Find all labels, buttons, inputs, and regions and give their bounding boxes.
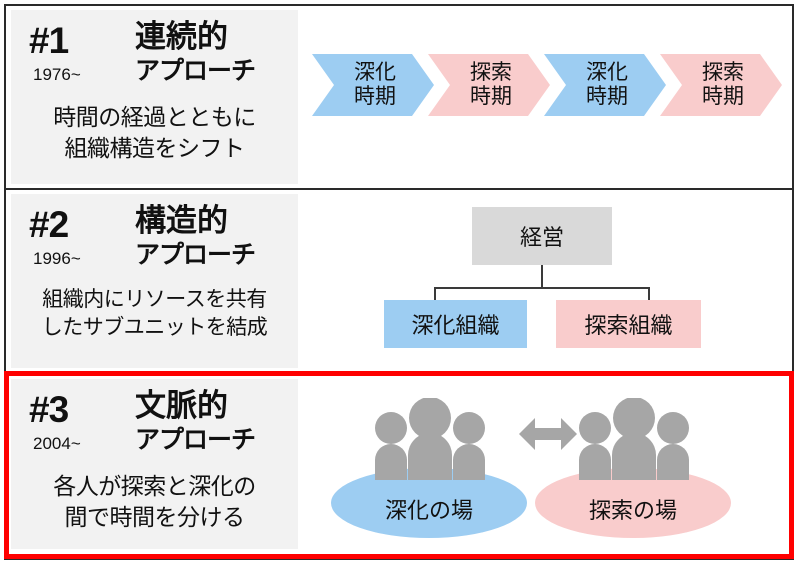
timeline-phase-1-line1: 深化 (354, 61, 396, 85)
row-1-number: #1 (29, 20, 69, 61)
row-3-description-line1: 各人が探索と深化の (53, 473, 256, 499)
approach-row-3: #3 2004~ 文脈的 アプローチ 各人が探索と深化の 間で時間を分ける 深化… (6, 373, 794, 555)
timeline-phase-2: 探索 時期 (428, 54, 550, 116)
row-2-label-panel: #2 1996~ 構造的 アプローチ 組織内にリソースを共有 したサブユニットを… (11, 194, 298, 368)
timeline-phase-2-line2: 時期 (470, 85, 512, 108)
timeline-phase-3-label: 深化 時期 (586, 61, 628, 108)
org-node-exploitation: 深化組織 (384, 300, 527, 348)
approach-row-1: #1 1976~ 連続的 アプローチ 時間の経過とともに 組織構造をシフト 深化… (6, 6, 794, 188)
row-1-headline: #1 1976~ 連続的 アプローチ (11, 20, 298, 94)
row-3-title-line1: 文脈的 (135, 388, 228, 423)
row-3-graphic: 深化の場 探索の場 (298, 373, 794, 555)
approach-row-2: #2 1996~ 構造的 アプローチ 組織内にリソースを共有 したサブユニットを… (6, 190, 794, 372)
timeline-phase-1-label: 深化 時期 (354, 61, 396, 108)
row-3-headline: #3 2004~ 文脈的 アプローチ (11, 389, 298, 463)
timeline-phase-3: 深化 時期 (544, 54, 666, 116)
double-headed-arrow-icon (519, 418, 577, 450)
place-exploration-label: 探索の場 (588, 498, 677, 523)
org-node-management: 経営 (472, 207, 612, 265)
row-2-headline: #2 1996~ 構造的 アプローチ (11, 204, 298, 278)
row-1-title-line1: 連続的 (135, 19, 228, 54)
row-1-title-line2: アプローチ (135, 57, 256, 85)
org-connector-stem (541, 265, 543, 289)
row-1-year: 1976~ (33, 65, 81, 84)
timeline-phase-4-label: 探索 時期 (702, 61, 744, 108)
timeline-phase-1: 深化 時期 (312, 54, 434, 116)
place-exploration: 探索の場 (535, 468, 731, 538)
timeline-phase-4-line1: 探索 (702, 61, 744, 85)
outer-frame (4, 4, 794, 560)
org-connector-left (434, 287, 436, 301)
row-3-year: 2004~ (33, 434, 81, 453)
row-2-number: #2 (29, 204, 69, 245)
timeline-phase-2-line1: 探索 (470, 61, 512, 85)
timeline-phase-4-line2: 時期 (702, 85, 744, 108)
row-1-graphic: 深化 時期 探索 時期 深化 時期 探索 時期 (298, 6, 794, 188)
row-3-title-line2: アプローチ (135, 426, 256, 454)
timeline-phase-3-line1: 深化 (586, 61, 628, 85)
people-group-icon-left (375, 398, 485, 480)
timeline-phase-4: 探索 時期 (660, 54, 782, 116)
row-1-description: 時間の経過とともに 組織構造をシフト (11, 102, 298, 164)
row-2-year: 1996~ (33, 249, 81, 268)
org-node-exploration: 探索組織 (556, 300, 701, 348)
row-3-number: #3 (29, 389, 69, 430)
row-3-label-panel: #3 2004~ 文脈的 アプローチ 各人が探索と深化の 間で時間を分ける (11, 379, 298, 549)
timeline-phase-2-label: 探索 時期 (470, 61, 512, 108)
row-3-description-line2: 間で時間を分ける (64, 504, 246, 531)
row-1-description-line1: 時間の経過とともに (53, 104, 256, 130)
row-2-title-line2: アプローチ (135, 241, 256, 269)
row-3-description: 各人が探索と深化の 間で時間を分ける (11, 471, 298, 533)
org-connector-bar (434, 287, 650, 289)
place-exploitation-label: 深化の場 (384, 498, 473, 523)
timeline-phase-1-line2: 時期 (354, 85, 396, 108)
row-2-description-line1: 組織内にリソースを共有 (42, 288, 267, 311)
org-connector-right (648, 287, 650, 301)
row-2-description-line2: したサブユニットを結成 (41, 316, 268, 340)
row-divider-1 (6, 188, 794, 190)
row-2-title-line1: 構造的 (135, 203, 228, 238)
row-1-description-line2: 組織構造をシフト (64, 135, 246, 162)
timeline-phase-3-line2: 時期 (586, 85, 628, 108)
people-group-icon-right (579, 398, 689, 480)
row-1-label-panel: #1 1976~ 連続的 アプローチ 時間の経過とともに 組織構造をシフト (11, 10, 298, 184)
row-2-graphic: 経営 深化組織 探索組織 (298, 190, 794, 372)
row-2-description: 組織内にリソースを共有 したサブユニットを結成 (11, 286, 298, 343)
